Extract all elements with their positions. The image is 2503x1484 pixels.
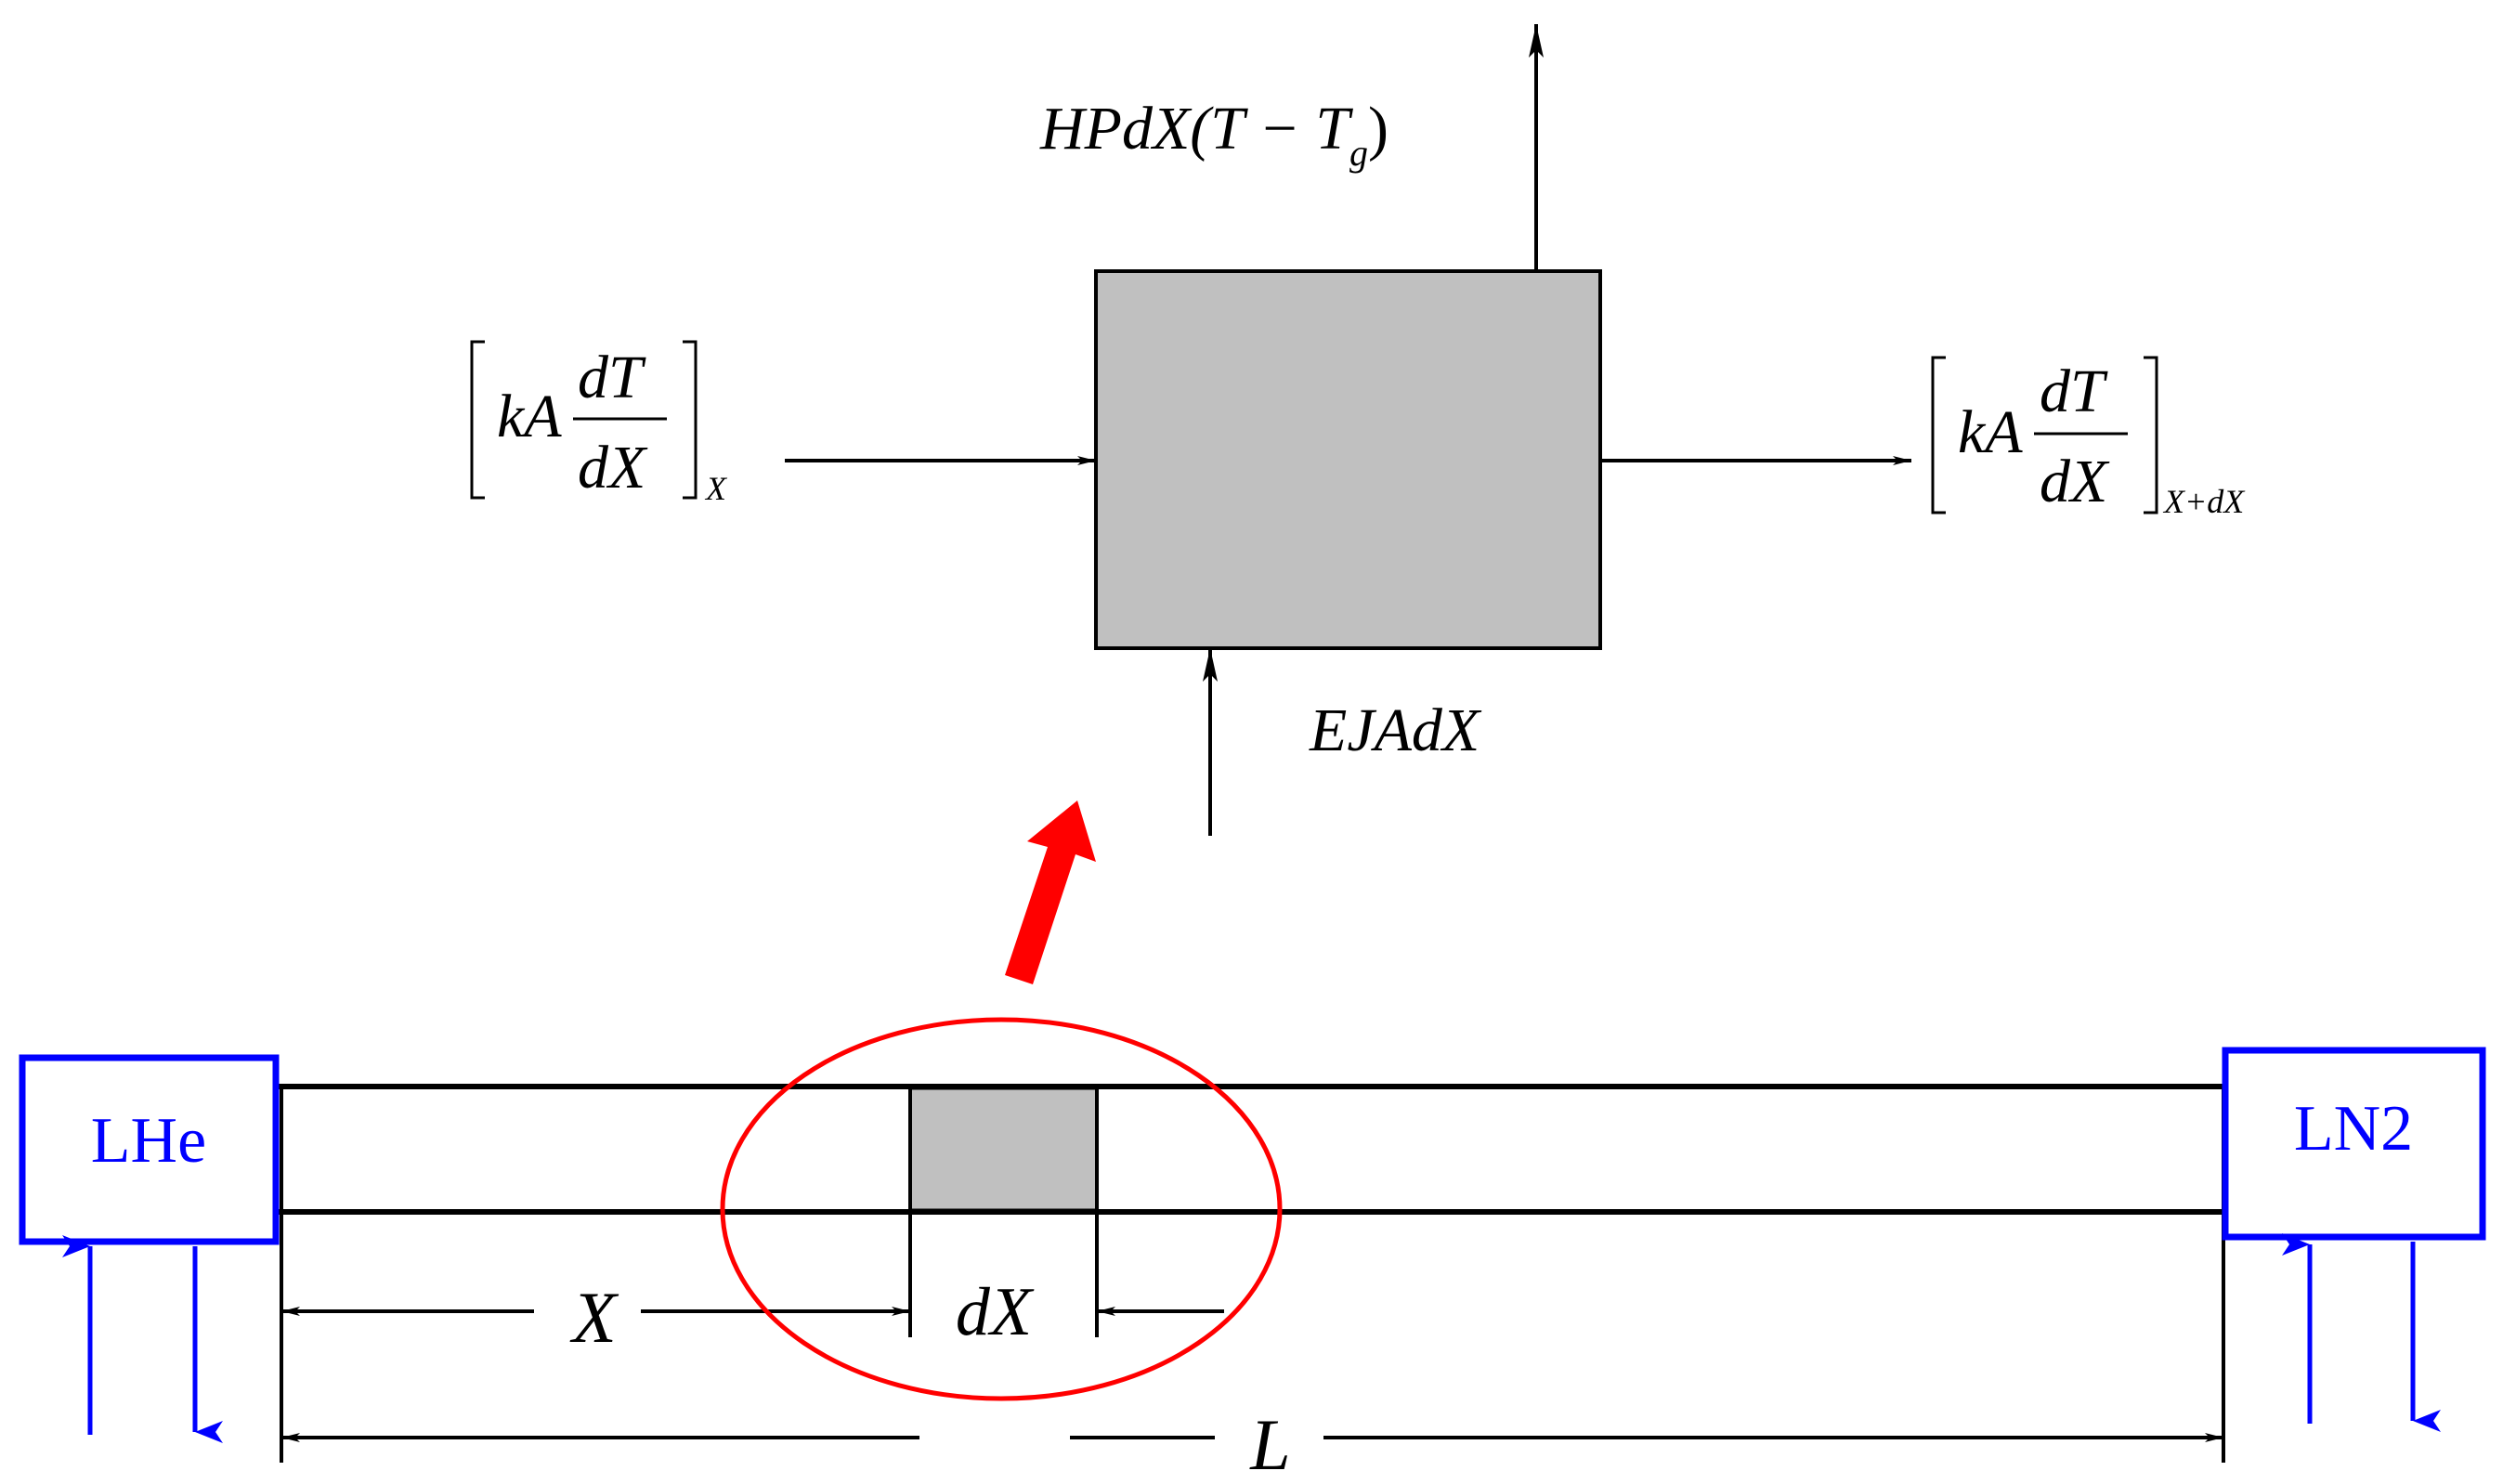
left-bracket bbox=[470, 340, 485, 500]
dx-label: dX bbox=[956, 1274, 1035, 1350]
conduction-out-factor: kA bbox=[1958, 398, 2023, 466]
conduction-in-subscript: X bbox=[704, 470, 728, 507]
length-label: L bbox=[1249, 1404, 1290, 1484]
ln2-reservoir: LN2 bbox=[2222, 1047, 2486, 1432]
rod-element bbox=[908, 1087, 1099, 1212]
right-bracket bbox=[2144, 356, 2158, 514]
x-label: X bbox=[569, 1277, 619, 1358]
rod-schematic: X dX L LHe LN2 bbox=[19, 1017, 2486, 1484]
highlight-ellipse-icon bbox=[720, 1017, 1283, 1401]
conduction-out-denominator: dX bbox=[2040, 448, 2110, 515]
conduction-out-numerator: dT bbox=[2040, 358, 2108, 425]
conduction-out-term: kA dT dX X+dX bbox=[1931, 356, 2246, 520]
joule-heating-label: EJAdX bbox=[1309, 696, 1482, 764]
lhe-reservoir: LHe bbox=[19, 1054, 280, 1443]
conduction-in-factor: kA bbox=[497, 383, 562, 450]
ln2-label: LN2 bbox=[2294, 1093, 2413, 1165]
conduction-in-numerator: dT bbox=[578, 344, 646, 411]
conduction-in-denominator: dX bbox=[578, 434, 648, 501]
lhe-label: LHe bbox=[91, 1105, 206, 1177]
control-volume-box bbox=[1094, 269, 1602, 650]
zoom-arrow-icon bbox=[1005, 801, 1096, 984]
left-bracket bbox=[1931, 356, 1946, 514]
conduction-in-term: kA dT dX X bbox=[470, 340, 728, 507]
conduction-out-subscript: X+dX bbox=[2162, 483, 2246, 520]
element-balance: HPdX(T − Tg) EJAdX kA dT dX X kA dT dX X… bbox=[470, 24, 2246, 836]
convection-label: HPdX(T − Tg) bbox=[1039, 95, 1388, 174]
right-bracket bbox=[683, 340, 697, 500]
